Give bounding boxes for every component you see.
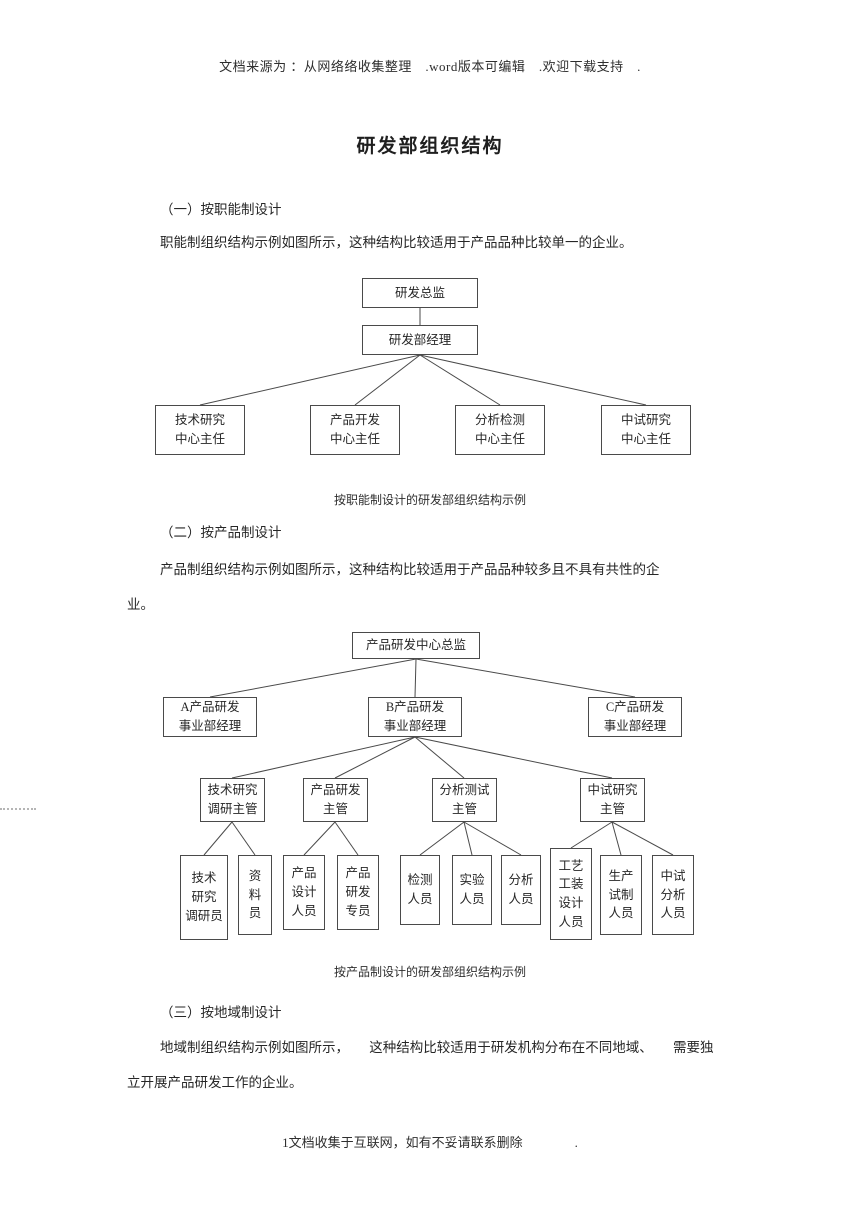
section1-heading: （一）按职能制设计 (160, 202, 282, 217)
org-node-dept-product-dev: 产品开发 中心主任 (310, 405, 400, 455)
chart1-caption: 按职能制设计的研发部组织结构示例 (333, 493, 526, 507)
org-node-staff-inspection: 检测 人员 (400, 855, 440, 925)
org-chart1-connectors (199, 308, 647, 406)
section2-paragraph-line1: 产品制组织结构示例如图所示，这种结构比较适用于产品品种较多且不具有共性的企 (160, 562, 660, 577)
org-node-product-center-director: 产品研发中心总监 (352, 632, 480, 659)
org-node-dept-analysis-test: 分析检测 中心主任 (455, 405, 545, 455)
org-node-supervisor-tech-research: 技术研究 调研主管 (200, 778, 265, 822)
org-chart-functional: 研发总监 研发部经理 技术研究 中心主任 产品开发 中心主任 分析检测 中心主任… (0, 278, 860, 460)
org-node-rd-manager: 研发部经理 (362, 325, 478, 355)
org-chart-product: 产品研发中心总监 A产品研发 事业部经理 B产品研发 事业部经理 C产品研发 事… (0, 632, 860, 944)
org-node-division-a: A产品研发 事业部经理 (163, 697, 257, 737)
watermark-text: 文档来源为 ：从网络络收集整理 .word版本可编辑 .欢迎下载支持 . (219, 59, 641, 74)
org-node-supervisor-product-dev: 产品研发 主管 (303, 778, 368, 822)
org-node-division-c: C产品研发 事业部经理 (588, 697, 682, 737)
org-node-dept-pilot-research: 中试研究 中心主任 (601, 405, 691, 455)
org-node-rd-director: 研发总监 (362, 278, 478, 308)
org-node-division-b: B产品研发 事业部经理 (368, 697, 462, 737)
org-node-staff-archivist: 资 料 员 (238, 855, 272, 935)
left-margin-dots (0, 808, 36, 810)
org-node-staff-tooling-designer: 工艺 工装 设计 人员 (550, 848, 592, 940)
org-node-staff-product-dev-specialist: 产品 研发 专员 (337, 855, 379, 930)
section3-paragraph-line1: 地域制组织结构示例如图所示， 这种结构比较适用于研发机构分布在不同地域、 需要独 (160, 1040, 714, 1055)
org-node-dept-tech-research: 技术研究 中心主任 (155, 405, 245, 455)
section2-heading: （二）按产品制设计 (160, 525, 282, 540)
org-chart2-connectors (203, 658, 674, 856)
chart2-caption: 按产品制设计的研发部组织结构示例 (333, 965, 526, 979)
org-node-staff-tech-researcher: 技术 研究 调研员 (180, 855, 228, 940)
org-node-staff-experiment: 实验 人员 (452, 855, 492, 925)
section3-paragraph-line2: 立开展产品研发工作的企业。 (127, 1075, 303, 1090)
page-title: 研发部组织结构 (356, 136, 504, 157)
section3-heading: （三）按地域制设计 (160, 1005, 282, 1020)
section2-paragraph-line2: 业。 (127, 597, 154, 612)
org-node-supervisor-analysis-test: 分析测试 主管 (432, 778, 497, 822)
org-node-supervisor-pilot-research: 中试研究 主管 (580, 778, 645, 822)
section1-paragraph: 职能制组织结构示例如图所示，这种结构比较适用于产品品种比较单一的企业。 (160, 235, 633, 250)
footer-text: 1文档收集于互联网，如有不妥请联系删除 . (282, 1135, 578, 1150)
org-node-staff-analysis: 分析 人员 (501, 855, 541, 925)
org-node-staff-trial-production: 生产 试制 人员 (600, 855, 642, 935)
org-node-staff-pilot-analysis: 中试 分析 人员 (652, 855, 694, 935)
org-node-staff-product-designer: 产品 设计 人员 (283, 855, 325, 930)
